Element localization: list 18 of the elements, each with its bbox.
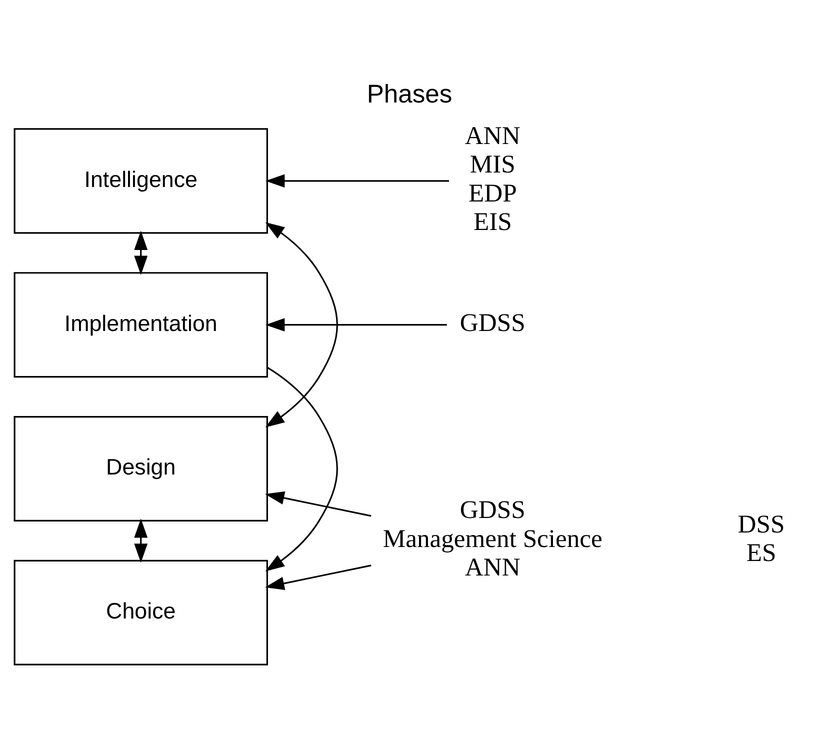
node-box: Implementation <box>14 272 268 378</box>
arrow <box>265 318 447 332</box>
node-text: GDSS <box>460 307 526 336</box>
node-box: Intelligence <box>14 128 268 234</box>
node-box: Design <box>14 415 268 521</box>
node-box: Choice <box>14 559 268 665</box>
node-text: GDSS Management Science ANN <box>382 494 602 582</box>
arrow <box>265 564 372 590</box>
arrow <box>265 490 372 516</box>
arrow <box>265 222 338 427</box>
node-text: ANN MIS EDP EIS <box>464 120 520 236</box>
arrow <box>134 518 148 562</box>
arrow <box>265 366 338 571</box>
label: DSS <box>738 508 785 538</box>
arrow <box>265 174 449 188</box>
label: ES <box>746 538 776 567</box>
diagram-title: Phases <box>366 80 452 108</box>
arrow <box>134 230 148 274</box>
